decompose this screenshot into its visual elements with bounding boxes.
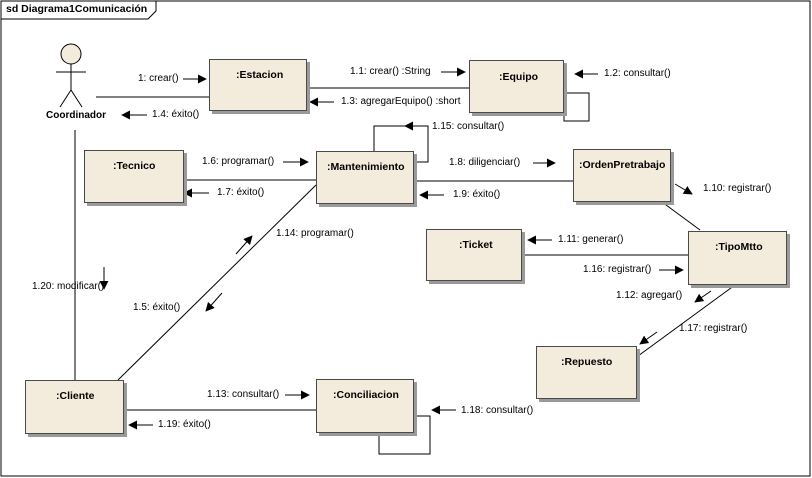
object-equipo-label: :Equipo (499, 71, 539, 83)
message-1-4: 1.4: éxito() (152, 109, 200, 120)
arrow-m1-17 (639, 331, 658, 345)
object-conciliacion-label: :Conciliacion (333, 389, 399, 401)
message-1: 1: crear() (138, 73, 179, 84)
message-1-14: 1.14: programar() (276, 228, 354, 239)
message-1-11: 1.11: generar() (558, 234, 624, 245)
message-1-16: 1.16: registrar() (583, 264, 652, 275)
link-mantenimiento-cliente (117, 184, 317, 381)
object-repuesto-label: :Repuesto (561, 356, 613, 368)
message-1-6: 1.6: programar() (202, 156, 275, 167)
message-1-3: 1.3: agregarEquipo() :short (341, 96, 461, 107)
object-tecnico-label: :Tecnico (113, 160, 156, 172)
message-1-19: 1.19: éxito() (158, 419, 211, 430)
object-ticket[interactable]: :Ticket (426, 229, 522, 281)
actor-figure[interactable] (56, 43, 86, 108)
object-tipomtto-label: :TipoMtto (715, 241, 763, 253)
frame-tab (1, 1, 157, 20)
object-tipomtto[interactable]: :TipoMtto (688, 231, 787, 285)
object-repuesto[interactable]: :Repuesto (536, 346, 637, 399)
arrow-m1-5 (205, 292, 223, 312)
object-ordenpretrabajo[interactable]: :OrdenPretrabajo (573, 149, 671, 202)
link-conciliacion-self (378, 415, 431, 455)
message-1-9: 1.9: éxito() (453, 189, 501, 200)
message-1-5: 1.5: éxito() (133, 302, 181, 313)
object-estacion[interactable]: :Estacion (209, 59, 307, 111)
message-1-12: 1.12: agregar() (616, 290, 683, 301)
message-arrows (99, 67, 712, 430)
object-equipo[interactable]: :Equipo (469, 60, 564, 113)
object-ordenpretrabajo-label: :OrdenPretrabajo (579, 159, 666, 171)
message-1-10: 1.10: registrar() (703, 183, 772, 194)
object-ticket-label: :Ticket (459, 239, 493, 251)
object-tecnico[interactable]: :Tecnico (84, 150, 184, 203)
message-1-1: 1.1: crear() :String (350, 66, 431, 77)
message-1-20: 1.20: modificar() (32, 281, 105, 292)
actor-coordinador-label: Coordinador (46, 110, 106, 121)
object-estacion-label: :Estacion (236, 69, 284, 81)
message-1-7: 1.7: éxito() (217, 187, 265, 198)
object-cliente[interactable]: :Cliente (25, 380, 124, 434)
message-1-15: 1.15: consultar() (432, 121, 505, 132)
arrow-m1-12 (694, 290, 712, 303)
message-1-13: 1.13: consultar() (207, 389, 280, 400)
link-equipo-self (563, 92, 590, 122)
object-cliente-label: :Cliente (56, 390, 95, 402)
message-1-2: 1.2: consultar() (604, 68, 671, 79)
arrow-m1-14 (235, 235, 253, 255)
object-conciliacion[interactable]: :Conciliacion (316, 379, 414, 433)
frame-title: sd Diagrama1Comunicación (6, 3, 148, 15)
arrow-m1-10 (674, 183, 693, 195)
message-1-18: 1.18: consultar() (461, 405, 534, 416)
object-mantenimiento-label: :Mantenimiento (327, 161, 405, 173)
link-tipomtto-repuesto (637, 284, 736, 357)
message-1-17: 1.17: registrar() (679, 323, 748, 334)
message-1-8: 1.8: diligenciar() (449, 157, 521, 168)
link-orden-tipomtto (661, 201, 701, 231)
object-mantenimiento[interactable]: :Mantenimiento (316, 151, 414, 204)
